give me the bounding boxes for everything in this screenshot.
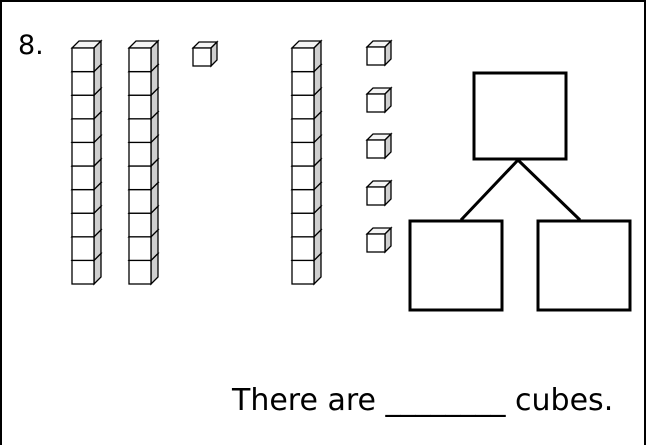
ten-rod <box>127 39 160 286</box>
number-bond <box>408 71 632 312</box>
ten-rods-group <box>70 39 323 286</box>
rod-cube <box>290 39 323 74</box>
unit-cube <box>365 226 393 254</box>
left-branch-line <box>459 158 520 222</box>
unit-cube <box>191 40 219 68</box>
ten-rod <box>290 39 323 286</box>
unit-cube <box>365 132 393 160</box>
unit-cube <box>365 179 393 207</box>
unit-cubes-group <box>191 39 393 254</box>
sentence-end: cubes. <box>505 383 614 418</box>
rod-cube <box>127 39 160 74</box>
answer-blank[interactable]: ________ <box>385 383 506 418</box>
right-part-box <box>536 219 632 312</box>
sentence-start: There are <box>232 383 386 418</box>
question-number: 8. <box>18 30 44 61</box>
left-part-box <box>408 219 504 312</box>
unit-cube <box>365 39 393 67</box>
ten-rod <box>70 39 103 286</box>
right-branch-line <box>516 158 582 222</box>
rod-cube <box>70 39 103 74</box>
answer-sentence: There are ________ cubes. <box>232 383 613 418</box>
unit-cube <box>365 86 393 114</box>
whole-box <box>472 71 568 161</box>
